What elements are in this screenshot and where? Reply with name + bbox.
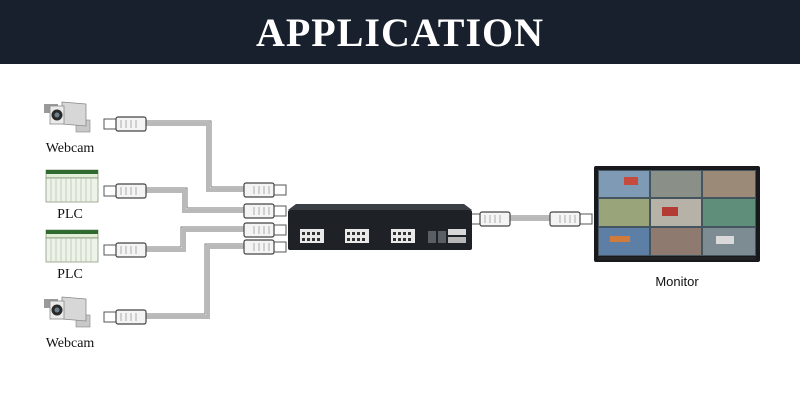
rj45-connector-icon [103,116,147,132]
rj45-connector-icon [549,211,593,227]
security-camera-icon [43,296,91,328]
rj45-connector-icon [243,182,287,198]
rj45-connector-icon [243,203,287,219]
webcam-bottom-label: Webcam [45,336,95,351]
plc-module-icon [45,169,99,203]
rj45-connector-icon [467,211,511,227]
rj45-connector-icon [103,183,147,199]
monitor-icon [594,166,760,262]
cables [146,122,550,319]
plc-module-icon [45,229,99,263]
webcam-top-label: Webcam [45,141,95,156]
page-title: APPLICATION [255,10,545,55]
plc-bottom-label: PLC [57,267,83,282]
monitor-label: Monitor [655,274,699,289]
header-banner: APPLICATION [0,0,800,64]
rj45-connector-icon [243,222,287,238]
plc-top-label: PLC [57,207,83,222]
application-diagram [43,101,760,328]
rj45-connector-icon [103,242,147,258]
security-camera-icon [43,101,91,133]
rj45-connector-icon [243,239,287,255]
network-switch-icon [288,204,472,250]
rj45-connector-icon [103,309,147,325]
